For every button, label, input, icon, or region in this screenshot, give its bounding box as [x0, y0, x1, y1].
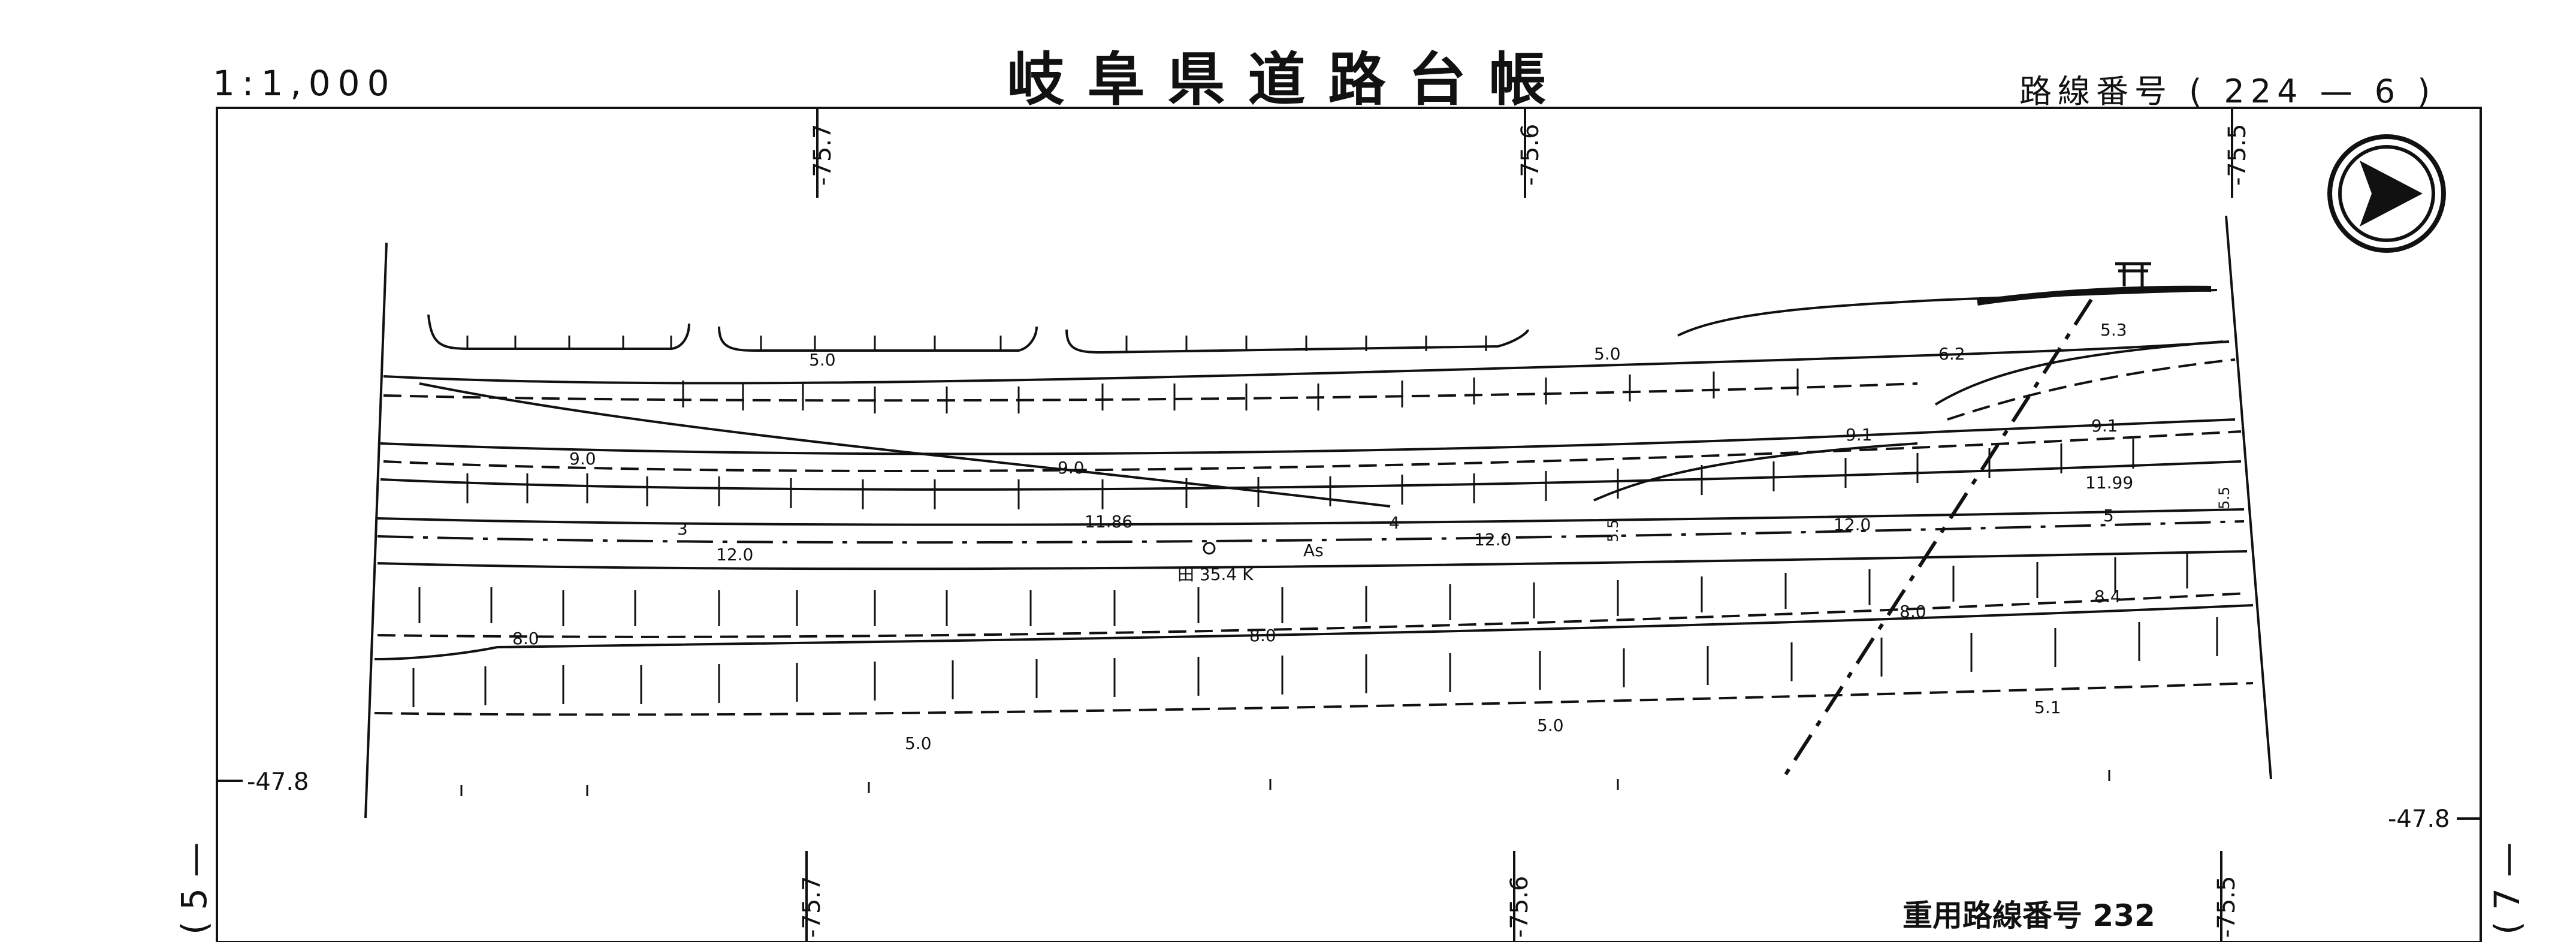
- spot-height: 8.0: [1899, 602, 1926, 621]
- left-tick-label: -47.8: [247, 768, 309, 796]
- spot-height: 8.0: [1249, 626, 1276, 645]
- right-tick-label: -47.8: [2388, 805, 2450, 833]
- spot-height: 9.1: [1846, 425, 1873, 445]
- left-page-mark: ( 5 —: [174, 842, 215, 935]
- top-tick-label: -75.5: [2224, 123, 2251, 186]
- benchmark-icon: [1203, 542, 1216, 555]
- spot-height: 5.0: [1537, 715, 1564, 735]
- right-page-mark: ( 7 —: [2487, 842, 2527, 935]
- width-mark: 5.5: [1605, 520, 1621, 542]
- spot-height: 12.0: [716, 545, 753, 564]
- spot-height: 12.0: [1474, 530, 1511, 550]
- shoulder-lines: [374, 358, 2254, 716]
- top-tick-label: -75.6: [1517, 123, 1544, 186]
- boundary-line: [1781, 298, 2093, 780]
- spot-height: 9.0: [1058, 458, 1085, 478]
- bottom-tick-label: -75.6: [1506, 875, 1533, 938]
- map-frame: [216, 107, 2482, 942]
- scale-label: 1:1,000: [213, 63, 397, 104]
- spot-height: 8.4: [2094, 587, 2121, 606]
- slope-hatching: [412, 336, 2218, 796]
- north-arrow-icon: [2327, 134, 2446, 253]
- field-plots: [427, 314, 1529, 354]
- shrine-hedge: [1977, 285, 2212, 306]
- width-mark: 5.5: [2216, 487, 2233, 509]
- road-edges: [374, 289, 2254, 660]
- spot-height: 9.0: [569, 449, 596, 469]
- spot-height: 11.99: [2085, 473, 2133, 493]
- spot-height: 8.0: [512, 629, 539, 648]
- grid-ticks: [217, 108, 2481, 942]
- spot-height: 5.0: [1594, 344, 1621, 364]
- station-mark: 5: [2103, 506, 2114, 526]
- bottom-tick-label: -75.5: [2213, 875, 2240, 938]
- spot-height: 11.86: [1085, 512, 1133, 532]
- route-number: 路線番号 ( 224 — 6 ): [2019, 73, 2436, 110]
- torii-icon: [2115, 262, 2151, 286]
- spot-height: 6.2: [1938, 344, 1965, 364]
- top-tick-label: -75.7: [809, 123, 836, 186]
- width-labels: 5.5 5.5: [1605, 487, 2233, 542]
- overlap-route-number: 重用路線番号 232: [1902, 898, 2155, 933]
- station-mark: 3: [677, 519, 688, 539]
- bottom-tick-label: -75.7: [798, 875, 826, 938]
- map-labels: 5.0 5.0 6.2 5.3 9.0 9.0 9.1 9.1 11.86 11…: [512, 320, 2133, 753]
- pavement-type: As: [1303, 541, 1324, 560]
- centerline: [377, 520, 2245, 544]
- survey-limits: [364, 215, 2272, 819]
- benchmark: 田 35.4 K: [1177, 564, 1254, 584]
- spot-height: 12.0: [1834, 515, 1871, 535]
- spot-height: 9.1: [2091, 416, 2118, 436]
- sheet-title: 岐阜県道路台帳: [1007, 46, 1569, 113]
- spot-height: 5.1: [2034, 698, 2061, 717]
- station-mark: 4: [1389, 513, 1400, 533]
- spot-height: 5.0: [809, 350, 836, 370]
- spot-height: 5.0: [905, 733, 932, 753]
- spot-height: 5.3: [2100, 320, 2127, 340]
